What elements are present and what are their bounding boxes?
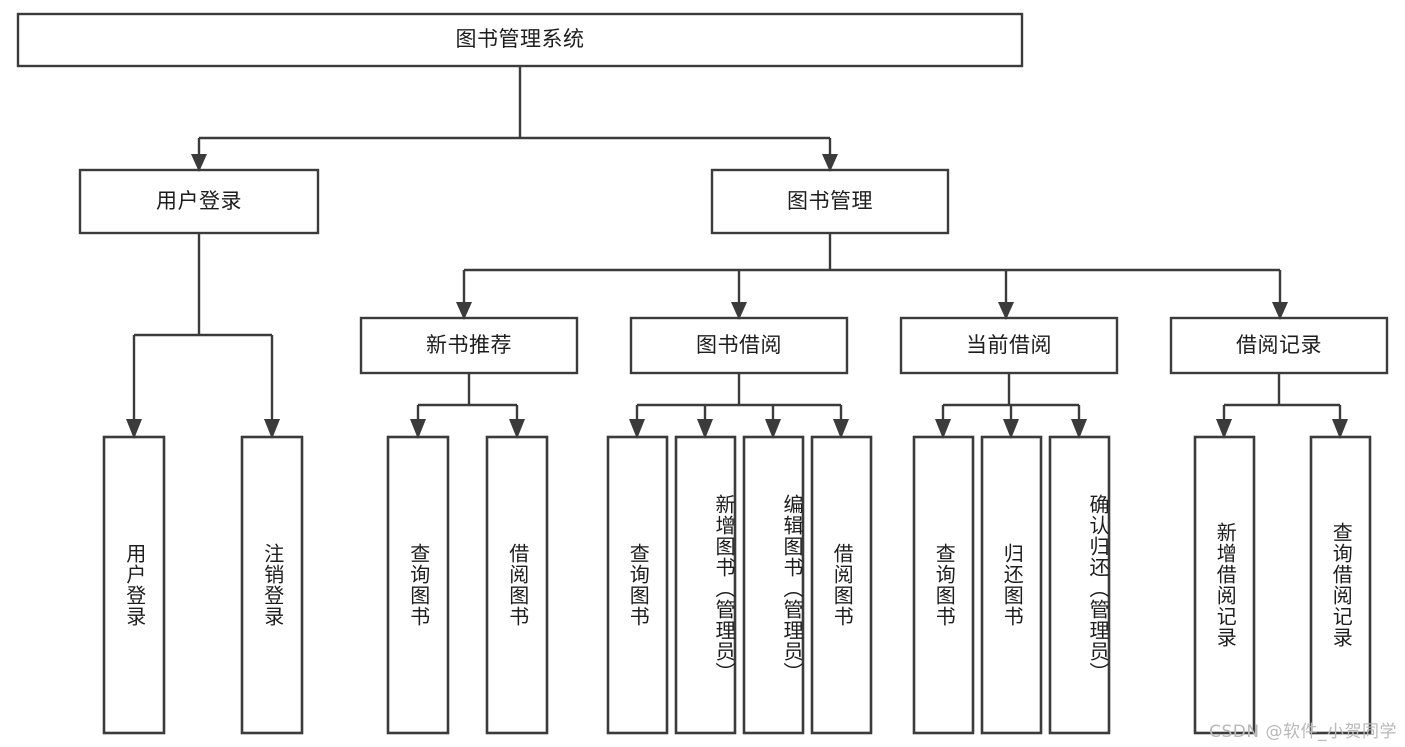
connector-user-login-to-leaves bbox=[126, 233, 280, 439]
node-box-leaf-book-borrow-0[interactable] bbox=[606, 435, 669, 735]
node-box-user-login[interactable] bbox=[78, 168, 320, 235]
node-box-root[interactable] bbox=[16, 12, 1024, 68]
node-box-leaf-new-book-1[interactable] bbox=[485, 435, 549, 735]
connector-book-borrow-to-leaves bbox=[629, 373, 849, 439]
connector-book-manage-to-level2 bbox=[456, 233, 1288, 320]
node-box-leaf-user-login-1[interactable] bbox=[240, 435, 304, 735]
node-box-leaf-current-borrow-0[interactable] bbox=[912, 435, 975, 735]
connector-borrow-record-to-leaves bbox=[1216, 373, 1348, 439]
node-box-leaf-book-borrow-1[interactable] bbox=[674, 435, 737, 735]
connector-root-to-level1 bbox=[191, 66, 838, 172]
node-box-leaf-borrow-record-1[interactable] bbox=[1309, 435, 1372, 735]
connector-current-borrow-to-leaves bbox=[935, 373, 1087, 439]
node-box-leaf-user-login-0[interactable] bbox=[102, 435, 166, 735]
node-box-leaf-book-borrow-2[interactable] bbox=[742, 435, 805, 735]
node-box-borrow-record[interactable] bbox=[1169, 316, 1389, 375]
node-box-leaf-book-borrow-3[interactable] bbox=[810, 435, 873, 735]
node-box-leaf-new-book-0[interactable] bbox=[386, 435, 450, 735]
watermark-text: CSDN @软件_小贺同学 bbox=[1209, 722, 1397, 742]
connector-new-book-to-leaves bbox=[410, 373, 525, 439]
node-box-leaf-borrow-record-0[interactable] bbox=[1193, 435, 1256, 735]
node-box-leaf-current-borrow-2[interactable] bbox=[1048, 435, 1111, 735]
node-box-current-borrow[interactable] bbox=[899, 316, 1119, 375]
node-box-new-book-recommend[interactable] bbox=[359, 316, 579, 375]
node-box-leaf-current-borrow-1[interactable] bbox=[980, 435, 1043, 735]
node-box-book-manage[interactable] bbox=[710, 168, 950, 235]
node-box-book-borrow[interactable] bbox=[629, 316, 849, 375]
